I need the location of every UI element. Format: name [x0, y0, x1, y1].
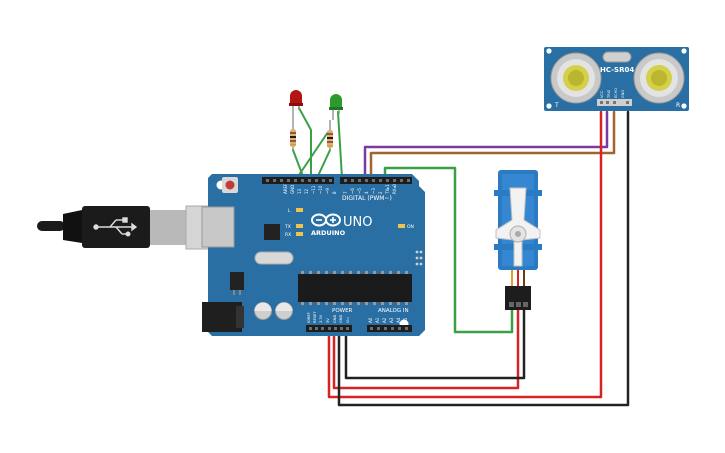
pin-label-11: ~11	[311, 185, 316, 194]
digital-label: DIGITAL (PWM~)	[342, 195, 392, 202]
power-jack	[202, 302, 244, 332]
sensor-mark-t: T	[554, 102, 559, 109]
capacitor	[254, 302, 272, 320]
sensor-mark-r: R	[676, 102, 680, 109]
reset-button[interactable]	[222, 177, 238, 193]
sensor-transducer-right	[633, 52, 685, 104]
pin-label-gnd-1: GND	[333, 315, 337, 323]
pin-label-vin: Vin	[346, 317, 350, 323]
green-led[interactable]	[329, 94, 343, 120]
pin-label-4: 4	[364, 191, 369, 194]
servo-horn[interactable]	[495, 187, 541, 267]
pin-label-a1: A1	[375, 317, 380, 323]
sensor-name: HC-SR04	[600, 66, 634, 74]
analog-label: ANALOG IN	[378, 308, 409, 314]
sensor-pin-label-gnd: GND	[621, 90, 625, 98]
wire-echo-brown[interactable]	[369, 110, 616, 180]
sensor-pin-label-vcc: VCC	[600, 90, 604, 98]
analog-pin-labels: A0 A1 A2 A3 A4 A5	[368, 317, 408, 323]
board-model: UNO	[343, 215, 372, 230]
power-header[interactable]	[306, 325, 352, 332]
l-label: L	[288, 208, 291, 214]
wire-servo-5v-red[interactable]	[332, 308, 520, 390]
rx-label: RX	[285, 232, 291, 238]
pin-label-ioref: IOREF	[307, 312, 311, 323]
sensor-pin-labels: VCC TRIG ECHO GND	[600, 88, 625, 99]
analog-header[interactable]	[367, 325, 412, 332]
pin-label-aref: AREF	[283, 183, 288, 194]
digital-pin-labels: AREF GND 13 12 ~11 ~10 ~9 8 7 ~6 ~5 4 ~3…	[283, 183, 397, 195]
pin-label-reset: RESET	[313, 311, 317, 323]
wire-led-green-to-pin8[interactable]	[316, 149, 331, 179]
pin-label-a4: A4	[396, 317, 401, 323]
tx-label: TX	[284, 224, 291, 230]
sensor-transducer-left	[550, 52, 602, 104]
sensor-crystal	[602, 51, 632, 63]
usb-jack	[201, 206, 235, 248]
pin-label-1: TX▸1	[385, 184, 390, 195]
servo-motor[interactable]	[494, 170, 542, 310]
sensor-pin-label-trig: TRIG	[607, 89, 611, 99]
power-label: POWER	[332, 308, 353, 314]
atmega-chip	[298, 271, 412, 305]
pin-label-5: ~5	[357, 188, 362, 194]
wires	[292, 107, 630, 407]
usb-cable[interactable]	[37, 205, 229, 250]
arduino-board[interactable]: AREF GND 13 12 ~11 ~10 ~9 8 7 ~6 ~5 4 ~3…	[201, 174, 425, 336]
pin-label-7: 7	[343, 191, 348, 194]
pin-label-3: ~3	[371, 188, 376, 194]
power-pin-labels: IOREF RESET 3.3V 5V GND GND Vin	[307, 311, 350, 323]
arduino-logo	[311, 213, 341, 227]
pin-label-12: 12	[304, 188, 309, 194]
pin-label-a2: A2	[382, 317, 387, 323]
resistor-green-led[interactable]	[327, 120, 333, 150]
led-rx-indicator	[296, 232, 303, 236]
wire-trig-purple[interactable]	[363, 110, 609, 180]
ultrasonic-sensor[interactable]: HC-SR04 T R VCC TRIG ECHO GND	[544, 47, 689, 111]
pin-label-5v: 5V	[326, 318, 330, 323]
capacitor	[275, 302, 293, 320]
resistor-red-led[interactable]	[290, 116, 296, 150]
pin-label-8: 8	[332, 191, 337, 194]
wire-led-green-gnd[interactable]	[296, 131, 329, 179]
pin-label-9: ~9	[325, 188, 330, 194]
wire-sensor-gnd-black[interactable]	[337, 110, 630, 407]
led-tx-indicator	[296, 224, 303, 228]
wire-servo-gnd-black[interactable]	[344, 308, 526, 380]
pin-label-10: ~10	[318, 185, 323, 194]
pin-label-3v3: 3.3V	[319, 314, 323, 323]
usb-controller-chip	[264, 224, 280, 240]
pin-label-2: 2	[378, 191, 383, 194]
pin-label-gnd-2: GND	[339, 315, 343, 323]
pin-label-6: ~6	[350, 188, 355, 194]
wire-led-red-to-gnd[interactable]	[298, 107, 312, 179]
red-led[interactable]	[289, 90, 303, 116]
usb-icon	[93, 217, 138, 237]
pin-label-0: RX◂0	[392, 183, 397, 194]
pin-label-a3: A3	[389, 317, 394, 323]
led-on-indicator	[398, 224, 405, 228]
pin-label-gnd: GND	[290, 185, 295, 194]
sensor-pin-header[interactable]	[597, 99, 632, 106]
pin-label-a0: A0	[368, 317, 373, 323]
sensor-pin-label-echo: ECHO	[614, 88, 618, 98]
servo-connector[interactable]	[505, 286, 531, 310]
digital-header[interactable]	[262, 177, 412, 184]
led-l-indicator	[296, 208, 303, 212]
wire-servo-signal-green[interactable]	[383, 166, 514, 334]
crystal	[254, 251, 294, 265]
wire-led-green-anode[interactable]	[337, 111, 343, 179]
on-label: ON	[407, 224, 414, 230]
voltage-regulator	[230, 272, 244, 290]
pin-label-a5: A5	[403, 317, 408, 323]
pin-label-13: 13	[297, 188, 302, 194]
arduino-logo-text: ARDUINO	[311, 229, 346, 237]
wire-sensor-vcc-red[interactable]	[327, 110, 603, 399]
icsp-header	[415, 250, 423, 266]
